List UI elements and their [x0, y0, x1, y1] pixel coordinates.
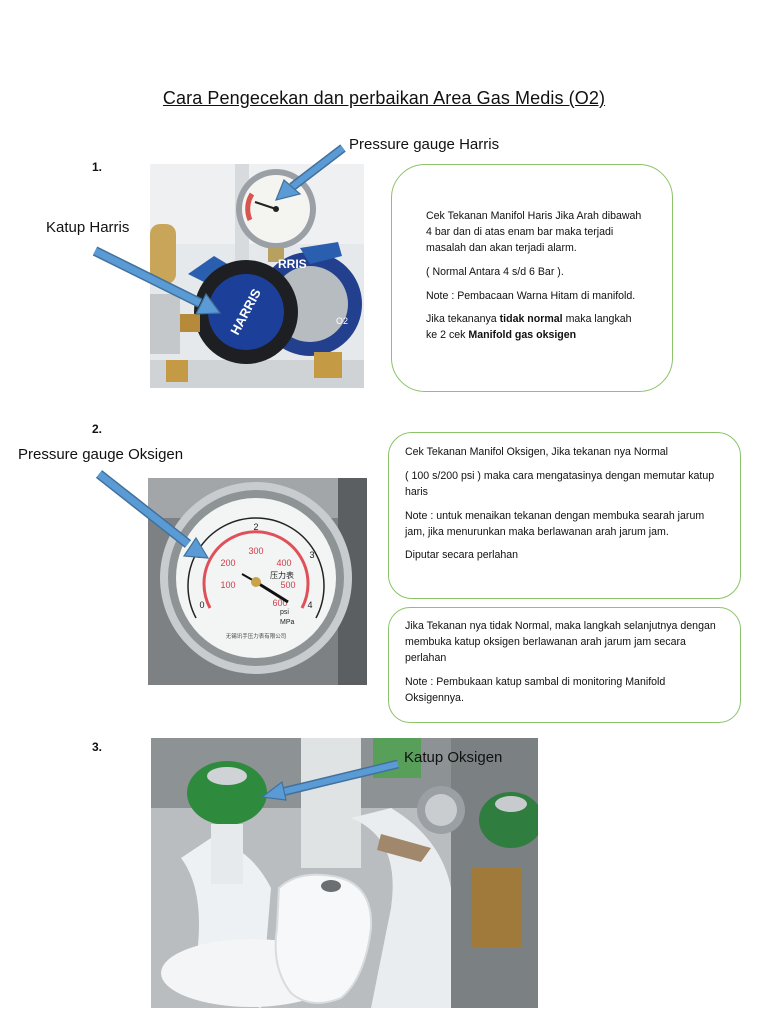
label-katup-harris: Katup Harris	[46, 219, 130, 236]
dial-unit-psi: psi	[280, 609, 289, 616]
mpa-tick-0: 0	[199, 600, 204, 610]
psi-tick-2: 200	[220, 558, 235, 568]
dial-unit-mpa: MPa	[280, 619, 295, 626]
psi-tick-4: 400	[276, 558, 291, 568]
note-harris-line4-bold2: Manifold gas oksigen	[468, 329, 577, 342]
photo-harris-regulator: RRIS O2 HARRIS	[150, 164, 364, 388]
note-oxygen-abnormal-line1: Jika Tekanan nya tidak Normal, maka lang…	[405, 620, 716, 664]
o2-mark: O2	[336, 316, 348, 326]
step-number-3: 3.	[92, 740, 103, 754]
step-number-2: 2.	[92, 422, 103, 436]
mpa-tick-1: 1	[197, 550, 202, 560]
note-harris-line4-mid: maka langkah ke 2 cek	[426, 313, 632, 342]
note-box-harris: Cek Tekanan Manifol Haris Jika Arah diba…	[391, 164, 673, 392]
note-harris-line4-pre: Jika tekananya	[426, 313, 500, 326]
dial-maker: 无锡讯手压力表有限公司	[226, 632, 287, 640]
psi-tick-6: 600	[272, 598, 287, 608]
note-harris-line2: ( Normal Antara 4 s/d 6 Bar ).	[426, 265, 564, 278]
dial-label: 压力表	[270, 570, 294, 580]
note-oxygen-line1: Cek Tekanan Manifol Oksigen, Jika tekana…	[405, 446, 669, 458]
label-pressure-gauge-oksigen: Pressure gauge Oksigen	[18, 446, 184, 463]
psi-tick-1: 100	[220, 580, 235, 590]
harris-ring-text: RRIS	[278, 257, 307, 271]
psi-tick-3: 300	[248, 546, 263, 556]
note-oxygen-line2: ( 100 s/200 psi ) maka cara mengatasinya…	[405, 469, 715, 498]
note-oxygen-abnormal-line2: Note : Pembukaan katup sambal di monitor…	[405, 675, 666, 704]
label-katup-oksigen: Katup Oksigen	[404, 749, 503, 766]
note-harris-line4: Jika tekananya tidak normal maka langkah…	[426, 312, 642, 344]
photo-oxygen-gauge: 100 200 300 400 500 600 0 1 2 3 4 压力表 ps…	[148, 478, 367, 685]
mpa-tick-4: 4	[307, 600, 312, 610]
note-oxygen-line3: Note : untuk menaikan tekanan dengan mem…	[405, 509, 705, 538]
label-pressure-gauge-harris: Pressure gauge Harris	[349, 136, 500, 153]
note-box-oxygen-abnormal: Jika Tekanan nya tidak Normal, maka lang…	[388, 607, 741, 723]
note-box-oxygen-normal: Cek Tekanan Manifol Oksigen, Jika tekana…	[388, 432, 741, 599]
page-title: Cara Pengecekan dan perbaikan Area Gas M…	[162, 88, 606, 108]
note-harris-line4-bold1: tidak normal	[499, 313, 563, 326]
photo-oxygen-valves	[151, 738, 538, 1008]
note-oxygen-line4: Diputar secara perlahan	[405, 549, 519, 562]
mpa-tick-3: 3	[309, 550, 314, 560]
note-harris-line3: Note : Pembacaan Warna Hitam di manifold…	[426, 289, 636, 302]
psi-tick-5: 500	[280, 580, 295, 590]
note-harris-line1: Cek Tekanan Manifol Haris Jika Arah diba…	[426, 210, 642, 254]
step-number-1: 1.	[92, 160, 103, 174]
mpa-tick-2: 2	[253, 522, 258, 532]
